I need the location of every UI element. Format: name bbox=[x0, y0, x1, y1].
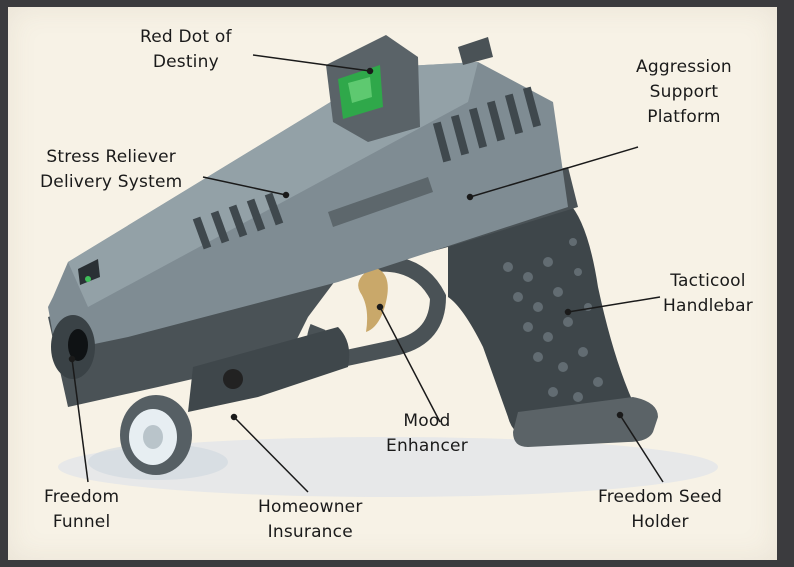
label-mood-enhancer: Mood Enhancer bbox=[386, 409, 468, 459]
leader-mood bbox=[379, 306, 441, 423]
leader-lines bbox=[68, 54, 664, 493]
label-line: Destiny bbox=[152, 52, 219, 72]
label-line: Mood bbox=[403, 411, 451, 431]
trigger bbox=[358, 267, 388, 332]
leader-aggression bbox=[469, 146, 639, 198]
label-freedom-funnel: Freedom Funnel bbox=[44, 485, 119, 535]
slide-serrations-front bbox=[192, 192, 284, 250]
label-line: Tacticool bbox=[670, 271, 746, 291]
label-line: Freedom Seed bbox=[598, 487, 723, 507]
grip bbox=[448, 202, 634, 437]
label-line: Handlebar bbox=[663, 296, 753, 316]
label-stress-reliever: Stress Reliever Delivery System bbox=[40, 145, 182, 195]
rear-sight bbox=[458, 37, 493, 65]
label-line: Holder bbox=[631, 512, 689, 532]
label-line: Freedom bbox=[44, 487, 120, 507]
watercolor-paper: Red Dot of Destiny Aggression Support Pl… bbox=[8, 7, 777, 560]
label-line: Homeowner bbox=[258, 497, 363, 517]
grip-texture bbox=[503, 238, 603, 402]
leader-homeowner bbox=[233, 416, 309, 493]
label-freedom-seed-holder: Freedom Seed Holder bbox=[598, 485, 722, 535]
front-sight-dot bbox=[85, 276, 91, 282]
ejection-port bbox=[328, 177, 433, 227]
leader-red-dot bbox=[252, 54, 371, 72]
label-line: Support bbox=[649, 82, 719, 102]
label-line: Aggression bbox=[636, 57, 732, 77]
slide-serrations-rear bbox=[432, 86, 542, 163]
label-line: Enhancer bbox=[386, 436, 468, 456]
label-tacticool-handlebar: Tacticool Handlebar bbox=[663, 269, 753, 319]
ground-shadow bbox=[58, 437, 718, 497]
optic-glare bbox=[348, 77, 372, 103]
leader-tacticool bbox=[567, 296, 661, 313]
leader-freedom-funnel bbox=[71, 358, 89, 483]
front-sight bbox=[78, 259, 100, 285]
label-line: Platform bbox=[647, 107, 721, 127]
weapon-light-reflector bbox=[143, 425, 163, 449]
label-homeowner-insurance: Homeowner Insurance bbox=[258, 495, 363, 545]
magazine-base bbox=[513, 397, 658, 447]
label-line: Funnel bbox=[52, 512, 111, 532]
light-screw bbox=[223, 369, 243, 389]
label-aggression-support-platform: Aggression Support Platform bbox=[636, 55, 732, 130]
label-line: Red Dot of bbox=[140, 27, 232, 47]
bore bbox=[68, 329, 88, 361]
leader-seed bbox=[619, 414, 664, 483]
label-line: Stress Reliever bbox=[46, 147, 176, 167]
label-line: Delivery System bbox=[40, 172, 183, 192]
leader-stress bbox=[202, 176, 287, 196]
weapon-light-body bbox=[188, 327, 350, 412]
label-line: Insurance bbox=[267, 522, 353, 542]
label-red-dot-of-destiny: Red Dot of Destiny bbox=[140, 25, 232, 75]
pistol-illustration bbox=[48, 35, 718, 497]
